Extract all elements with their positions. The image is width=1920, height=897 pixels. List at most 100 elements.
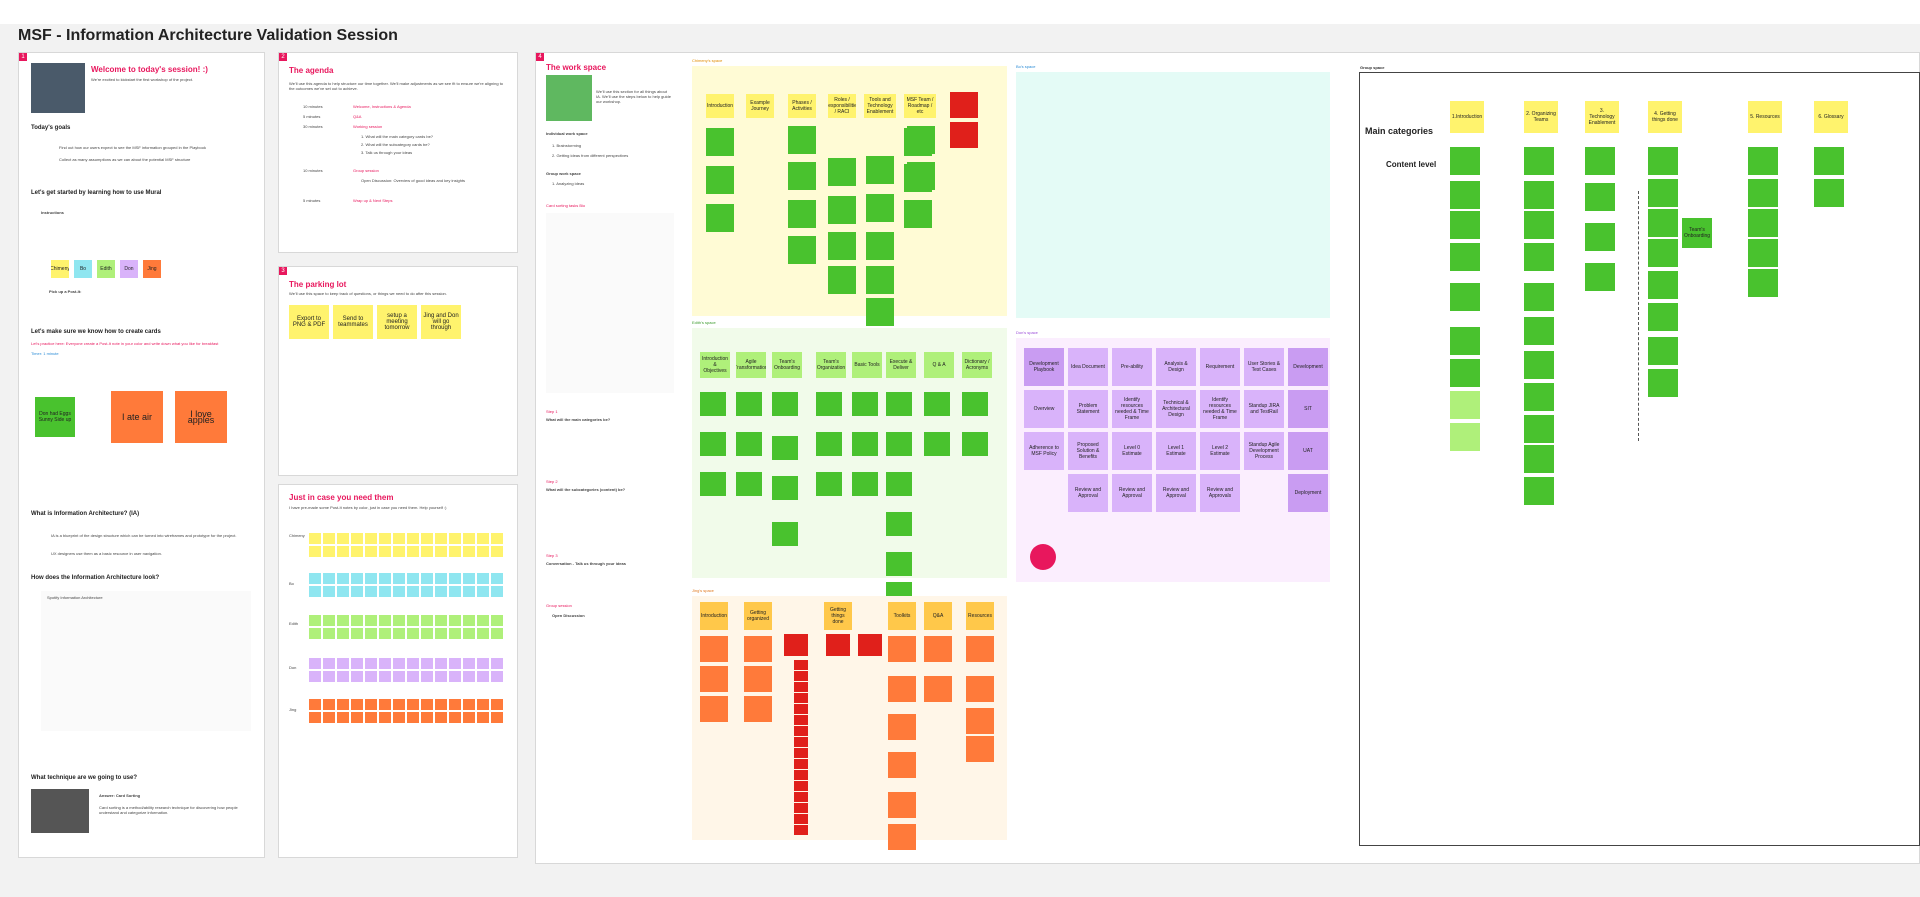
spare-postit[interactable] bbox=[491, 712, 503, 723]
parking-note-3[interactable]: setup a meeting tomorrow bbox=[377, 305, 417, 339]
jing-subcard[interactable] bbox=[888, 752, 916, 778]
spare-postit[interactable] bbox=[491, 533, 503, 544]
spare-postit[interactable] bbox=[435, 586, 447, 597]
jing-subcard[interactable] bbox=[924, 636, 952, 662]
jing-category-card[interactable]: Resources bbox=[966, 602, 994, 630]
spare-postit[interactable] bbox=[407, 573, 419, 584]
don-card[interactable]: Level 1 Estimate bbox=[1156, 432, 1196, 470]
jing-red-strip[interactable] bbox=[794, 737, 808, 747]
chimeny-subcard[interactable] bbox=[706, 128, 734, 156]
group-category-card[interactable]: 5. Resources bbox=[1748, 101, 1782, 133]
spare-postit[interactable] bbox=[337, 615, 349, 626]
chimeny-subcard[interactable] bbox=[907, 126, 935, 154]
group-subcard[interactable] bbox=[1450, 327, 1480, 355]
spare-postit[interactable] bbox=[407, 546, 419, 557]
team-onboarding-card[interactable]: Team's Onboarding bbox=[1682, 218, 1712, 248]
edith-subcard[interactable] bbox=[736, 472, 762, 496]
group-subcard[interactable] bbox=[1814, 147, 1844, 175]
spare-postit[interactable] bbox=[477, 699, 489, 710]
jing-subcard[interactable] bbox=[744, 636, 772, 662]
spare-postit[interactable] bbox=[435, 533, 447, 544]
group-subcard[interactable] bbox=[1648, 369, 1678, 397]
jing-subcard[interactable] bbox=[966, 708, 994, 734]
group-subcard[interactable] bbox=[1524, 147, 1554, 175]
spare-postit[interactable] bbox=[449, 658, 461, 669]
spare-postit[interactable] bbox=[449, 712, 461, 723]
spare-postit[interactable] bbox=[435, 628, 447, 639]
spare-postit[interactable] bbox=[463, 586, 475, 597]
don-pink-circle[interactable] bbox=[1030, 544, 1056, 570]
edith-subcard[interactable] bbox=[886, 472, 912, 496]
spare-postit[interactable] bbox=[407, 586, 419, 597]
group-subcard[interactable] bbox=[1585, 183, 1615, 211]
group-subcard[interactable] bbox=[1648, 337, 1678, 365]
edith-subcard[interactable] bbox=[772, 522, 798, 546]
spare-postit[interactable] bbox=[309, 712, 321, 723]
edith-subcard[interactable] bbox=[924, 432, 950, 456]
spare-postit[interactable] bbox=[323, 546, 335, 557]
spare-postit[interactable] bbox=[337, 628, 349, 639]
don-card[interactable]: Development Playbook bbox=[1024, 348, 1064, 386]
chimeny-card-3[interactable]: Phases / Activities bbox=[788, 94, 816, 118]
spare-postit[interactable] bbox=[309, 533, 321, 544]
spare-postit[interactable] bbox=[463, 546, 475, 557]
jing-red-strip[interactable] bbox=[794, 660, 808, 670]
chimeny-card-6[interactable]: MSF Team / Roadmap / etc bbox=[904, 94, 936, 118]
spare-postit[interactable] bbox=[421, 671, 433, 682]
edith-category-card[interactable]: Agile Transformation bbox=[736, 352, 766, 378]
group-subcard[interactable] bbox=[1524, 243, 1554, 271]
spare-postit[interactable] bbox=[393, 628, 405, 639]
jing-red-card[interactable] bbox=[826, 634, 850, 656]
spare-postit[interactable] bbox=[421, 573, 433, 584]
don-card[interactable]: User Stories & Test Cases bbox=[1244, 348, 1284, 386]
spare-postit[interactable] bbox=[365, 573, 377, 584]
group-subcard[interactable] bbox=[1524, 445, 1554, 473]
jing-red-strip[interactable] bbox=[794, 704, 808, 714]
spare-postit[interactable] bbox=[449, 671, 461, 682]
group-subcard[interactable] bbox=[1450, 359, 1480, 387]
edith-category-card[interactable]: Basic Tools bbox=[852, 352, 882, 378]
jing-red-strip[interactable] bbox=[794, 748, 808, 758]
don-card[interactable]: Review and Approvals bbox=[1200, 474, 1240, 512]
card-eggs[interactable]: Don had Eggs Sunny Side up bbox=[35, 397, 75, 437]
edith-subcard[interactable] bbox=[816, 392, 842, 416]
edith-subcard[interactable] bbox=[700, 392, 726, 416]
chimeny-card-1[interactable]: Introduction bbox=[706, 94, 734, 118]
chimeny-card-2[interactable]: Example Journey bbox=[746, 94, 774, 118]
don-card[interactable]: Technical & Architectural Design bbox=[1156, 390, 1196, 428]
spare-postit[interactable] bbox=[393, 615, 405, 626]
spare-postit[interactable] bbox=[435, 712, 447, 723]
spare-postit[interactable] bbox=[351, 546, 363, 557]
spare-postit[interactable] bbox=[491, 628, 503, 639]
chimeny-subcard[interactable] bbox=[828, 266, 856, 294]
spare-postit[interactable] bbox=[477, 586, 489, 597]
spare-postit[interactable] bbox=[379, 712, 391, 723]
group-subcard[interactable] bbox=[1814, 179, 1844, 207]
spare-postit[interactable] bbox=[309, 658, 321, 669]
spare-postit[interactable] bbox=[491, 546, 503, 557]
edith-subcard[interactable] bbox=[852, 392, 878, 416]
spare-postit[interactable] bbox=[407, 712, 419, 723]
spare-postit[interactable] bbox=[351, 628, 363, 639]
group-category-card[interactable]: 1.Introduction bbox=[1450, 101, 1484, 133]
edith-subcard[interactable] bbox=[886, 512, 912, 536]
jing-category-card[interactable]: Q&A bbox=[924, 602, 952, 630]
spare-postit[interactable] bbox=[407, 658, 419, 669]
spare-postit[interactable] bbox=[393, 573, 405, 584]
jing-red-strip[interactable] bbox=[794, 671, 808, 681]
jing-red-strip[interactable] bbox=[794, 726, 808, 736]
don-card[interactable]: Proposed Solution & Benefits bbox=[1068, 432, 1108, 470]
spare-postit[interactable] bbox=[323, 615, 335, 626]
don-card[interactable]: UAT bbox=[1288, 432, 1328, 470]
group-subcard[interactable] bbox=[1450, 391, 1480, 419]
chimeny-subcard[interactable] bbox=[788, 200, 816, 228]
jing-subcard[interactable] bbox=[888, 714, 916, 740]
don-card[interactable]: Requirement bbox=[1200, 348, 1240, 386]
don-card[interactable]: Deployment bbox=[1288, 474, 1328, 512]
spare-postit[interactable] bbox=[449, 615, 461, 626]
spare-postit[interactable] bbox=[477, 628, 489, 639]
spare-postit[interactable] bbox=[463, 615, 475, 626]
spare-postit[interactable] bbox=[351, 699, 363, 710]
chimeny-subcard[interactable] bbox=[904, 200, 932, 228]
